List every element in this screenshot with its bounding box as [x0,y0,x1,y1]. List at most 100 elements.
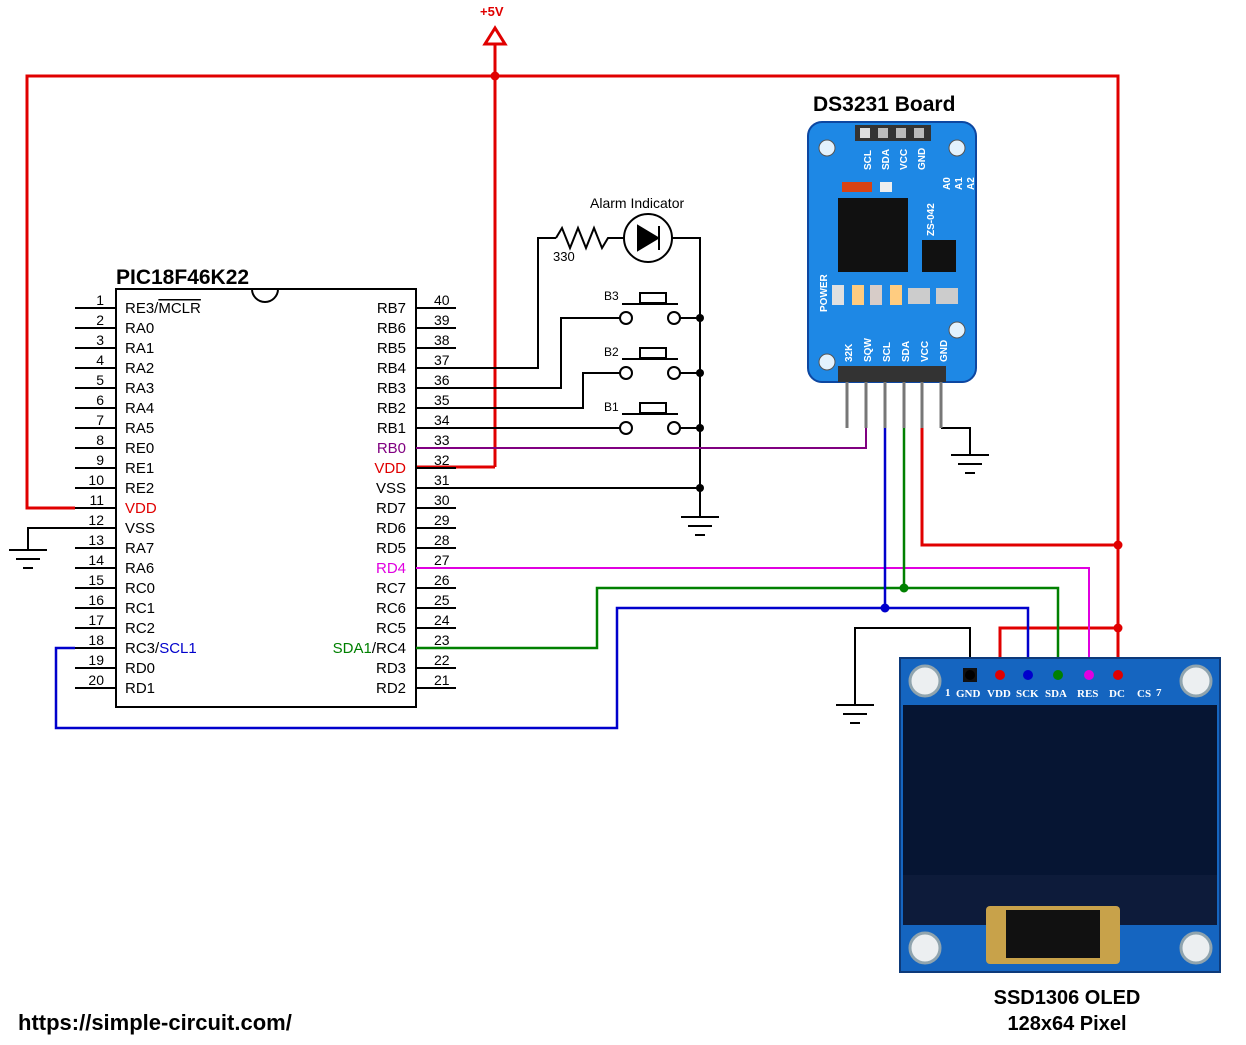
sda-wire [416,428,1060,675]
button-b1-label: B1 [604,400,619,414]
pin-name: RC6 [376,600,406,617]
pin-number: 29 [434,512,450,528]
pin-name: RC3/SCL1 [125,640,197,657]
pin-name: RC0 [125,580,155,597]
pin-name: RE3/MCLR [125,300,201,317]
pin-name: RA3 [125,380,154,397]
rd4-wire [416,567,1090,675]
pin-name: RC7 [376,580,406,597]
svg-text:A1: A1 [954,177,965,190]
svg-text:CS: CS [1137,688,1151,700]
svg-text:VCC: VCC [899,149,910,170]
pin-number: 35 [434,392,450,408]
rtc-header-pins [845,382,943,428]
junction-dot [1113,623,1123,633]
svg-text:A0: A0 [942,177,953,190]
website-link[interactable]: https://simple-circuit.com/ [18,1010,292,1035]
button-b2-label: B2 [604,345,619,359]
svg-text:SQW: SQW [863,338,874,362]
pin-number: 1 [96,292,104,308]
svg-text:GND: GND [956,688,981,700]
button-b2 [416,347,700,409]
button-b3 [416,292,700,389]
junction-dot [696,484,704,492]
mcu-title: PIC18F46K22 [116,266,249,289]
svg-text:SDA: SDA [1045,688,1067,700]
pin-number: 19 [88,652,104,668]
junction-dot [1113,540,1123,550]
svg-text:SCK: SCK [1016,688,1039,700]
pin-number: 38 [434,332,450,348]
ds3231-board [807,121,977,383]
rtc-bottom-pin-labels: 32K SQW SCL SDA VCC GND [844,338,950,362]
oled-module [899,657,1221,973]
pin-number: 40 [434,292,450,308]
pin-name: RB0 [377,440,406,457]
svg-text:VDD: VDD [987,688,1011,700]
mcu-right-pins: 40RB739RB638RB537RB436RB335RB234RB133RB0… [333,292,456,697]
svg-text:ZS-042: ZS-042 [926,203,937,236]
pin-name: RB1 [377,420,406,437]
pin-number: 14 [88,552,104,568]
scl-wire [54,428,1030,730]
svg-text:SDA: SDA [881,149,892,170]
pin-name: RD7 [376,500,406,517]
pin-number: 21 [434,672,450,688]
alarm-label: Alarm Indicator [590,195,684,211]
pin-number: 5 [96,372,104,388]
pin-number: 8 [96,432,104,448]
svg-text:DC: DC [1109,688,1125,700]
pin-name: RC5 [376,620,406,637]
ground-symbol [9,527,75,569]
pin-name: RA7 [125,540,154,557]
svg-text:GND: GND [939,340,950,362]
svg-text:GND: GND [917,148,928,170]
pin-number: 22 [434,652,450,668]
svg-text:POWER: POWER [819,273,830,312]
svg-text:A2: A2 [966,177,977,190]
pin-number: 18 [88,632,104,648]
svg-text:RES: RES [1077,688,1098,700]
pin-name: RD3 [376,660,406,677]
svg-text:SCL: SCL [863,150,874,170]
pin-number: 11 [89,492,104,508]
pin-number: 4 [96,352,104,368]
pin-number: 30 [434,492,450,508]
pin-name: RB3 [377,380,406,397]
pin-name: RC2 [125,620,155,637]
svg-text:VCC: VCC [920,341,931,362]
pin-name: RA4 [125,400,154,417]
pin-number: 13 [88,532,104,548]
pin-number: 37 [434,352,450,368]
pin-number: 28 [434,532,450,548]
pin-number: 16 [88,592,104,608]
ground-symbol [836,627,971,724]
pin-number: 20 [88,672,104,688]
oled-caption-2: 128x64 Pixel [1007,1013,1127,1035]
svg-text:1: 1 [945,687,951,699]
button-b1 [416,402,700,435]
pin-name: RA6 [125,560,154,577]
pin-name: RB4 [377,360,406,377]
pin-name: RD0 [125,660,155,677]
pin-name: RE2 [125,480,154,497]
junction-dot [880,603,890,613]
power-label: +5V [480,4,504,19]
oled-pin-labels: 1 GND VDD SCK SDA RES DC CS 7 [945,687,1162,700]
pin-name: RB2 [377,400,406,417]
pin-name: RD2 [376,680,406,697]
pin-name: RB7 [377,300,406,317]
pin-number: 34 [434,412,450,428]
pin-name: VSS [125,520,155,537]
ground-symbol [416,487,719,536]
junction-dot [490,71,500,81]
junction-dot [696,424,704,432]
mcu-body [115,288,417,708]
pin-number: 7 [96,412,104,428]
resistor-value: 330 [553,249,575,264]
pin-number: 31 [434,472,450,488]
pin-name: RB5 [377,340,406,357]
junction-dot [899,583,909,593]
pin-name: SDA1/RC4 [333,640,406,657]
